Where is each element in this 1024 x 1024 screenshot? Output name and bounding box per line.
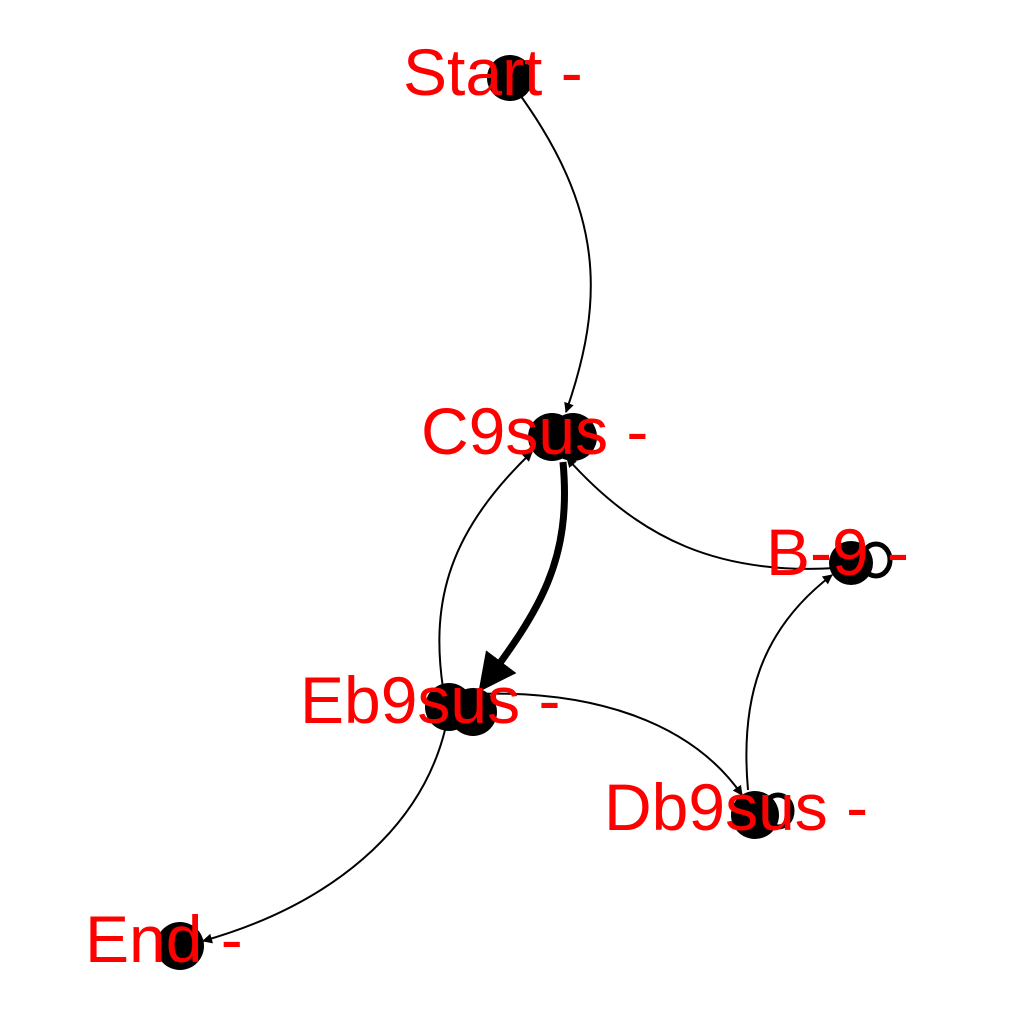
edge-eb9sus-end — [202, 729, 446, 944]
nodes — [156, 55, 873, 970]
node-labels: Start - C9sus - B-9 - Eb9sus - Db9sus - … — [85, 35, 909, 976]
label-c9sus: C9sus - — [421, 394, 648, 468]
edge-eb9sus-db9sus — [474, 692, 743, 796]
node-end — [156, 922, 204, 970]
node-b9 — [829, 541, 873, 585]
node-c9sus — [528, 413, 597, 461]
node-eb9sus — [425, 683, 497, 736]
label-b9: B-9 - — [766, 515, 909, 589]
label-start: Start - — [403, 35, 583, 109]
label-db9sus: Db9sus - — [604, 770, 868, 844]
edge-start-c9sus — [514, 87, 592, 413]
edge-eb9sus-c9sus — [438, 451, 533, 689]
edge-db9sus-b9 — [745, 574, 833, 791]
edge-b9-c9sus — [566, 457, 837, 570]
edge-c9sus-eb9sus — [478, 461, 568, 693]
node-db9sus — [731, 791, 779, 839]
edges — [202, 87, 837, 944]
node-start — [487, 55, 533, 101]
label-eb9sus: Eb9sus - — [300, 663, 560, 737]
label-end: End - — [85, 902, 243, 976]
